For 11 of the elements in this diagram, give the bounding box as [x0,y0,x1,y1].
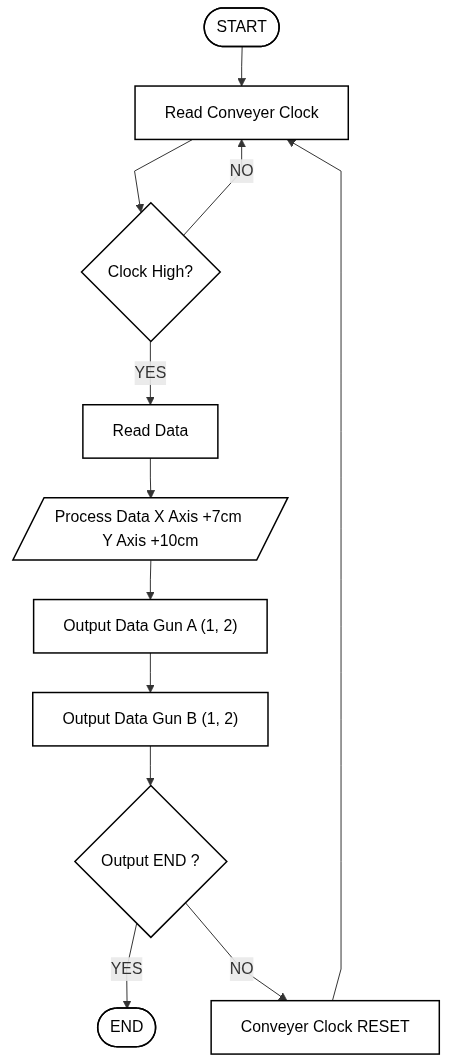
node-diamond: Output END ? [74,784,229,939]
node-box: Output Data Gun B (1, 2) [32,691,270,747]
node-box: Output Data Gun A (1, 2) [33,598,269,654]
edge-label: YES [134,364,167,381]
edge-label: NO [230,960,254,977]
edge-label: NO [230,162,254,179]
node-diamond: Clock High? [80,201,222,343]
node-box: Read Conveyer Clock [134,85,350,141]
node-box: Read Data [82,404,219,459]
node-box: Conveyer Clock RESET [210,999,441,1055]
edge-label: YES [111,960,143,977]
